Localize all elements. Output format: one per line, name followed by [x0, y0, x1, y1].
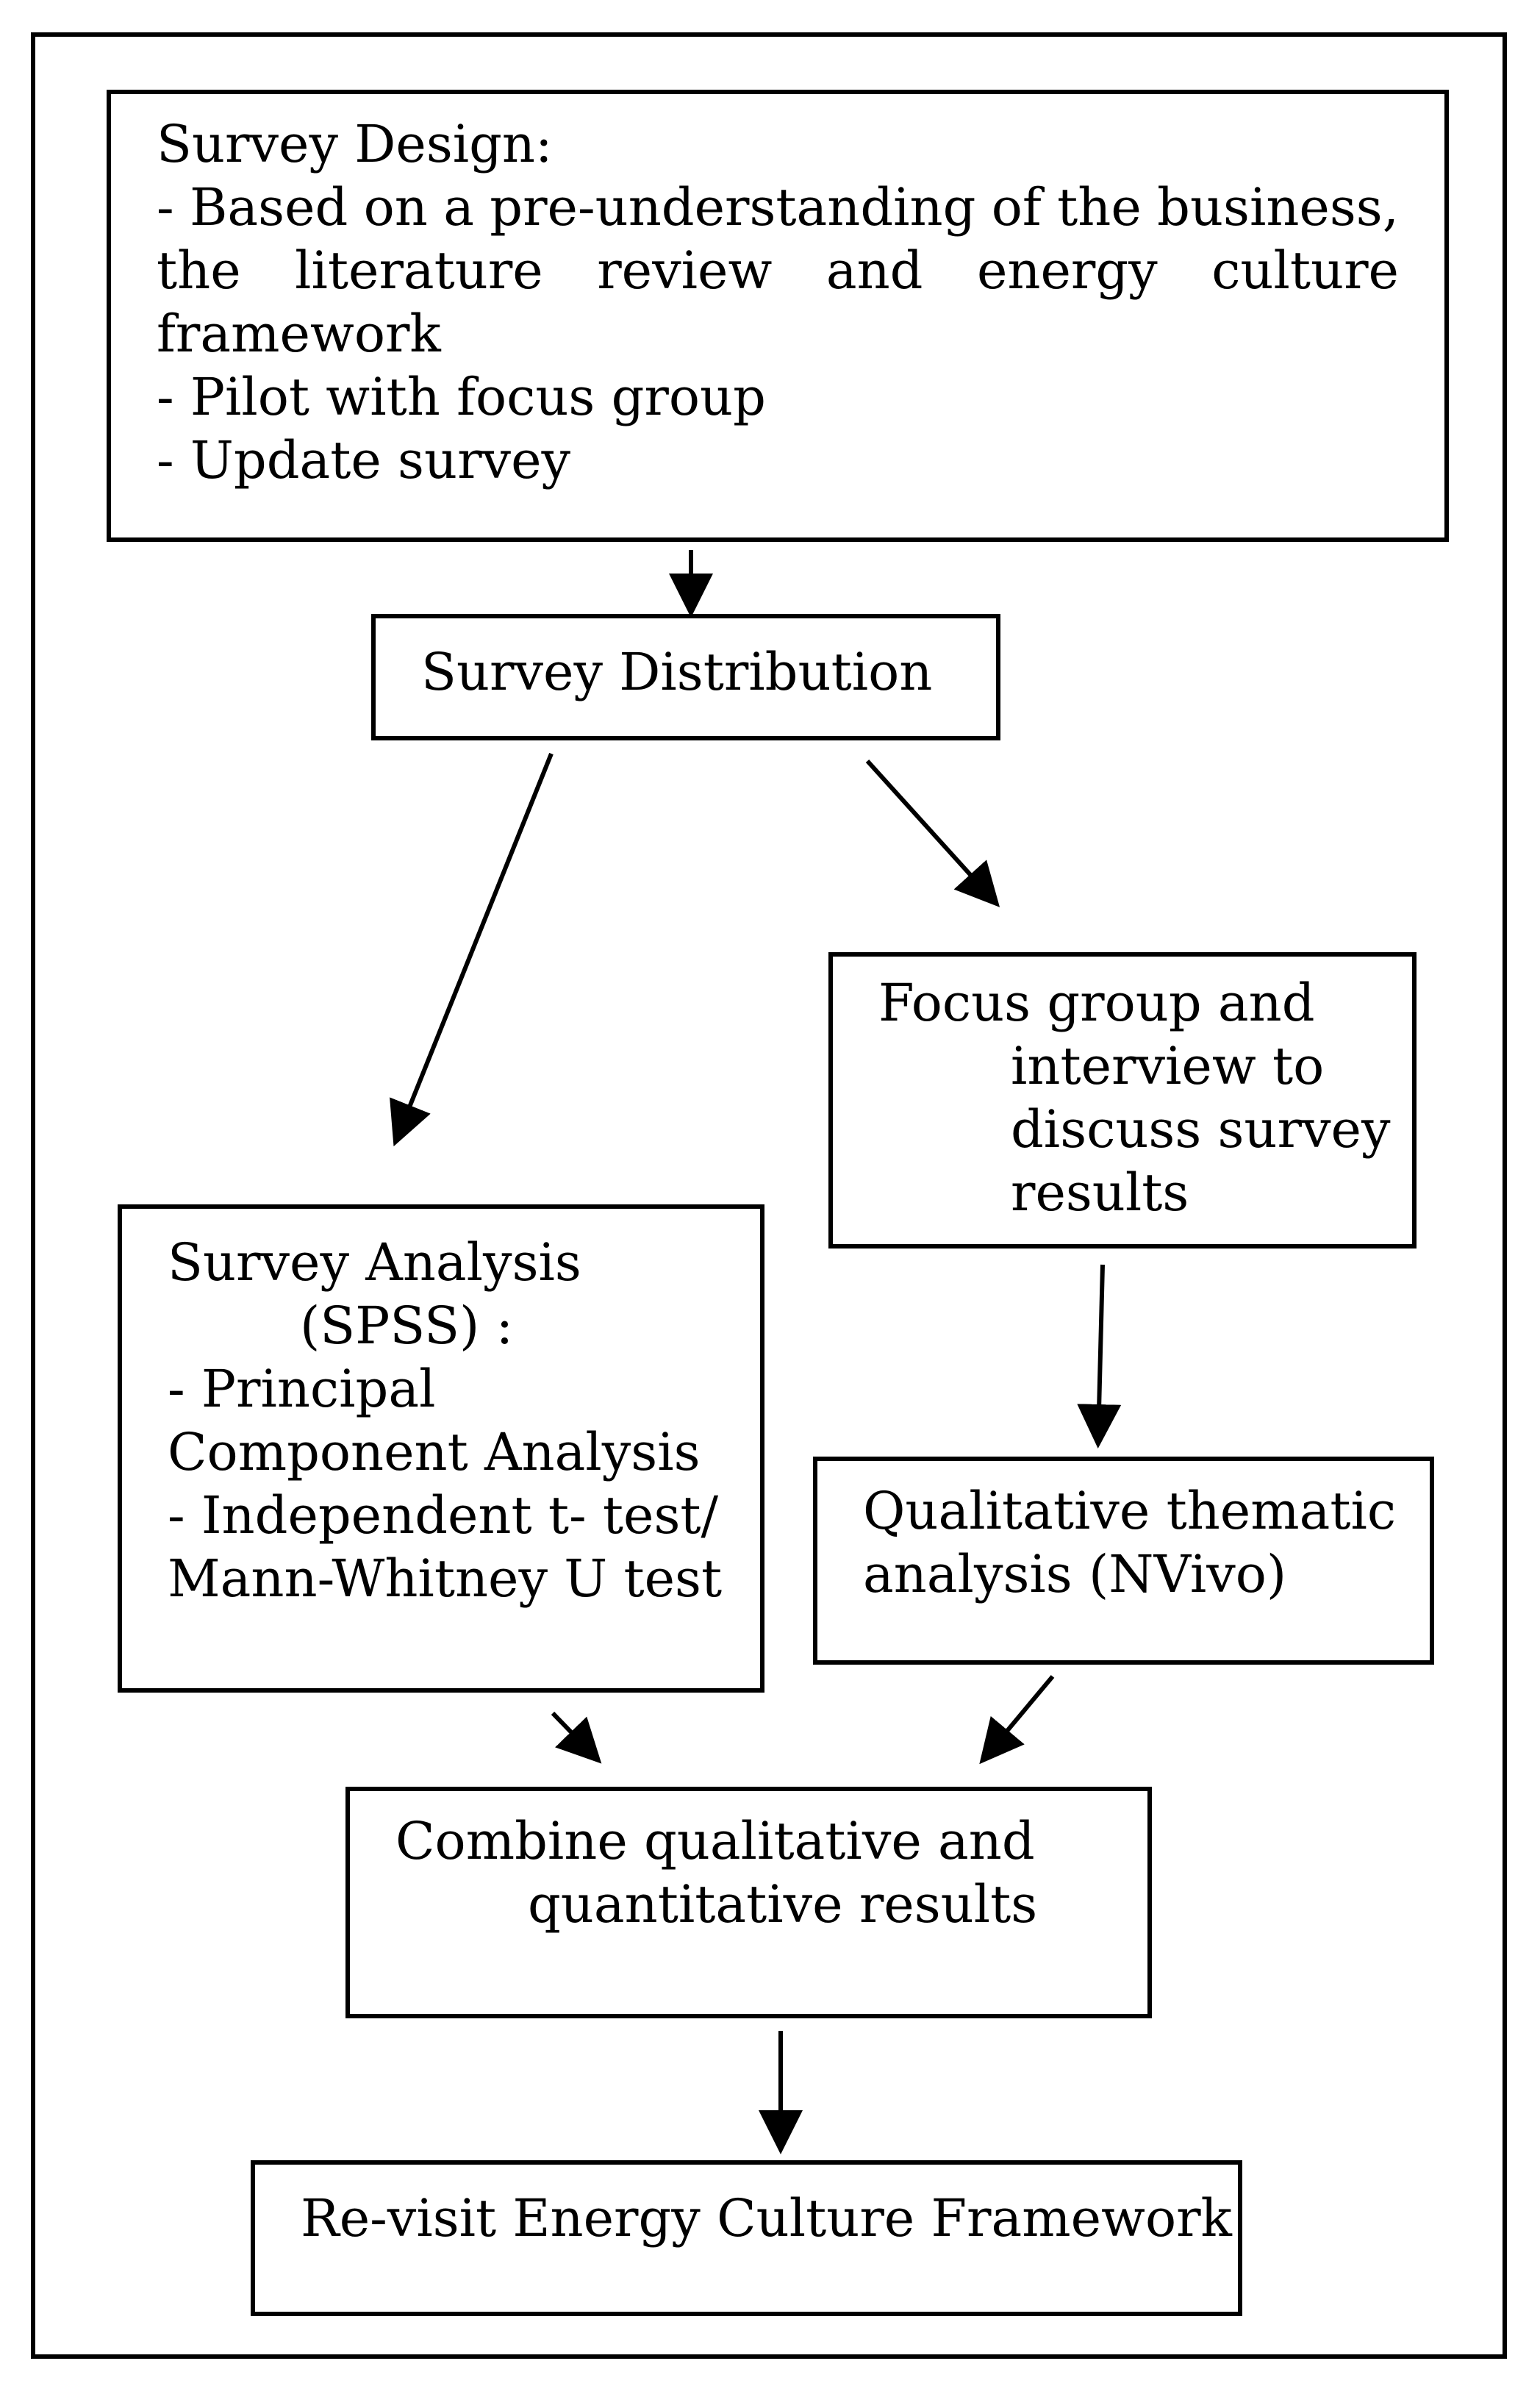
revisit-framework-box: Re-visit Energy Culture Framework [251, 2160, 1242, 2316]
focus-group-line3: discuss survey [1011, 1099, 1391, 1160]
focus-group-line4: results [1011, 1162, 1189, 1223]
arrow-focus-group-to-qualitative [1077, 1264, 1122, 1448]
survey-distribution-label: Survey Distribution [421, 642, 933, 702]
combine-line2: quantitative results [528, 1874, 1038, 1935]
survey-distribution-box: Survey Distribution [371, 614, 1000, 740]
survey-analysis-line3: - Principal [168, 1359, 436, 1419]
survey-analysis-line2: (SPSS) : [300, 1296, 514, 1356]
survey-design-line1: - Based on a pre-understanding of the bu… [157, 177, 1399, 237]
focus-group-line2: interview to [1011, 1036, 1325, 1096]
arrow-analysis-to-combine [551, 1711, 602, 1764]
survey-design-title: Survey Design: [157, 114, 553, 174]
arrow-distribution-to-analysis [390, 752, 554, 1147]
survey-analysis-line1: Survey Analysis [168, 1232, 581, 1293]
survey-design-line4: - Pilot with focus group [157, 367, 766, 427]
qualitative-line1: Qualitative thematic [863, 1481, 1397, 1541]
revisit-label: Re-visit Energy Culture Framework [301, 2188, 1232, 2248]
combine-results-box: Combine qualitative and quantitative res… [345, 1787, 1152, 2018]
qualitative-line2: analysis (NVivo) [863, 1544, 1287, 1604]
qualitative-analysis-box: Qualitative thematic analysis (NVivo) [813, 1457, 1434, 1665]
survey-design-line3: framework [157, 304, 441, 364]
arrow-qualitative-to-combine [979, 1675, 1055, 1765]
survey-design-box: Survey Design: - Based on a pre-understa… [107, 90, 1449, 542]
survey-analysis-line4: Component Analysis [168, 1422, 701, 1482]
arrow-distribution-to-focus-group [865, 759, 1000, 907]
focus-group-line1: Focus group and [878, 973, 1315, 1033]
survey-analysis-line5: - Independent t- test/ [168, 1485, 719, 1546]
survey-design-line5: - Update survey [157, 430, 571, 490]
survey-design-line2: the literature review and energy culture [157, 240, 1399, 301]
survey-analysis-box: Survey Analysis (SPSS) : - Principal Com… [118, 1204, 764, 1693]
focus-group-box: Focus group and interview to discuss sur… [828, 952, 1417, 1248]
combine-line1: Combine qualitative and [395, 1811, 1035, 1871]
survey-analysis-line6: Mann-Whitney U test [168, 1548, 723, 1609]
